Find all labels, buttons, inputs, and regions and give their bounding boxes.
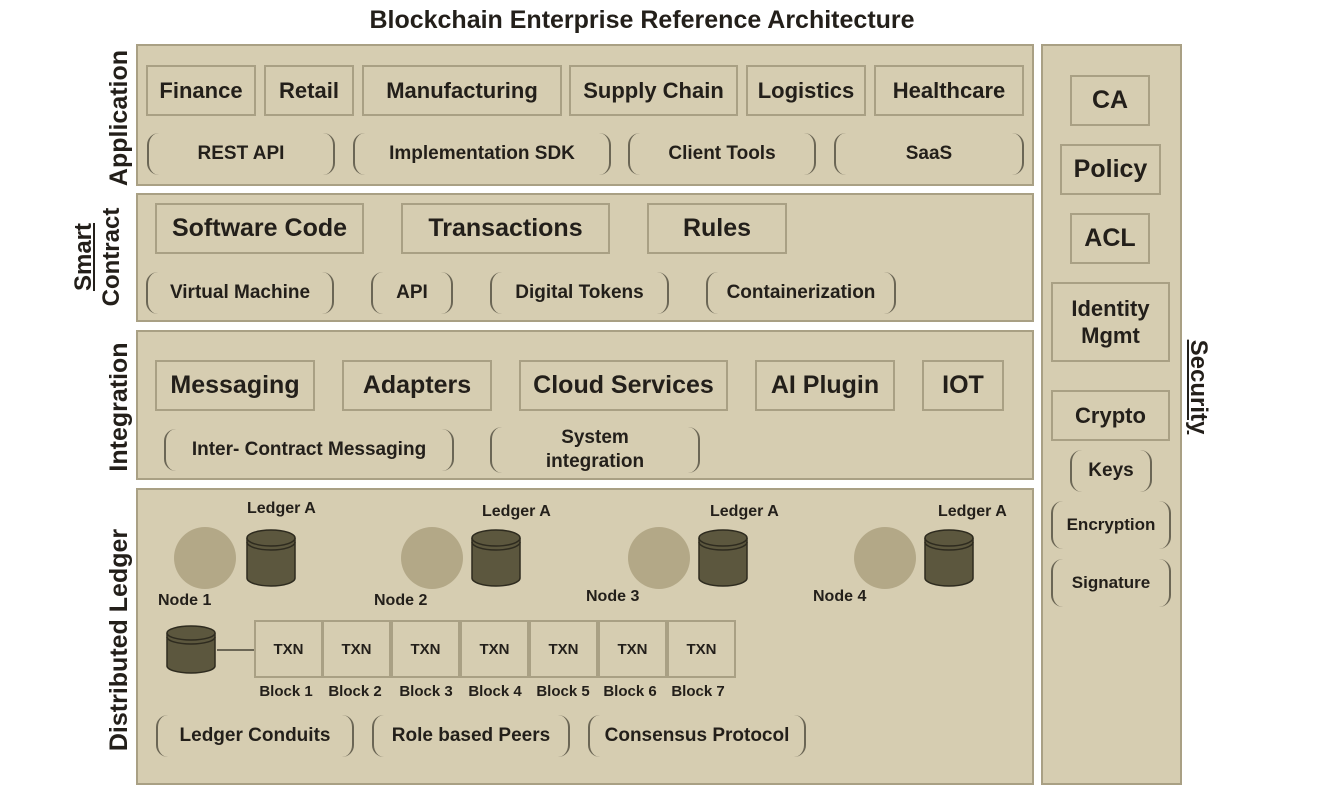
layer-label-application: Application (105, 49, 133, 187)
int-item-inter-contract-messaging: Inter- Contract Messaging (164, 429, 454, 471)
block-label-2: Block 2 (328, 683, 382, 700)
txn-block-5: TXN (529, 620, 598, 678)
security-box-acl: ACL (1070, 213, 1150, 264)
security-item-signature: Signature (1051, 559, 1171, 607)
chain-connector-line (217, 649, 255, 651)
diagram-title: Blockchain Enterprise Reference Architec… (369, 6, 915, 34)
ledger-1-database-icon (246, 529, 296, 587)
block-label-1: Block 1 (259, 683, 313, 700)
sc-box-rules: Rules (647, 203, 787, 254)
app-box-manufacturing: Manufacturing (362, 65, 562, 116)
node-1-circle (174, 527, 236, 589)
node-1-label: Node 1 (158, 592, 212, 609)
ledger-2-label: Ledger A (482, 503, 551, 520)
sc-box-software-code: Software Code (155, 203, 364, 254)
layer-label-smart: Smart (70, 222, 97, 292)
txn-block-7: TXN (667, 620, 736, 678)
node-3-circle (628, 527, 690, 589)
txn-block-1: TXN (254, 620, 323, 678)
layer-label-distributed-ledger: Distributed Ledger (105, 528, 133, 752)
node-4-circle (854, 527, 916, 589)
security-item-encryption: Encryption (1051, 501, 1171, 549)
layer-smart-contract (136, 193, 1034, 322)
block-label-5: Block 5 (536, 683, 590, 700)
app-item-saas: SaaS (834, 133, 1024, 175)
layer-label-smart-contract: Smart Contract (70, 192, 126, 322)
int-box-iot: IOT (922, 360, 1004, 411)
app-box-healthcare: Healthcare (874, 65, 1024, 116)
dl-item-consensus-protocol: Consensus Protocol (588, 715, 806, 757)
app-box-finance: Finance (146, 65, 256, 116)
ledger-4-database-icon (924, 529, 974, 587)
chain-database-icon (166, 625, 216, 674)
ledger-2-database-icon (471, 529, 521, 587)
app-box-logistics: Logistics (746, 65, 866, 116)
app-box-supply-chain: Supply Chain (569, 65, 738, 116)
int-box-ai-plugin: AI Plugin (755, 360, 895, 411)
node-4-label: Node 4 (813, 588, 867, 605)
sc-item-digital-tokens: Digital Tokens (490, 272, 669, 314)
security-box-identity-mgmt: Identity Mgmt (1051, 282, 1170, 362)
node-3-label: Node 3 (586, 588, 640, 605)
dl-item-role-based-peers: Role based Peers (372, 715, 570, 757)
sc-item-virtual-machine: Virtual Machine (146, 272, 334, 314)
txn-block-2: TXN (322, 620, 391, 678)
txn-block-6: TXN (598, 620, 667, 678)
node-2-label: Node 2 (374, 592, 428, 609)
ledger-1-label: Ledger A (247, 500, 316, 517)
node-2-circle (401, 527, 463, 589)
ledger-3-label: Ledger A (710, 503, 779, 520)
ledger-4-label: Ledger A (938, 503, 1007, 520)
block-label-6: Block 6 (603, 683, 657, 700)
app-box-retail: Retail (264, 65, 354, 116)
layer-label-integration: Integration (105, 342, 133, 472)
layer-integration (136, 330, 1034, 480)
block-label-3: Block 3 (399, 683, 453, 700)
layer-label-contract: Contract (98, 207, 125, 307)
security-box-policy: Policy (1060, 144, 1161, 195)
sc-item-api: API (371, 272, 453, 314)
sc-item-containerization: Containerization (706, 272, 896, 314)
block-label-7: Block 7 (671, 683, 725, 700)
int-box-messaging: Messaging (155, 360, 315, 411)
security-label: Security (1185, 339, 1212, 435)
app-item-client-tools: Client Tools (628, 133, 816, 175)
block-label-4: Block 4 (468, 683, 522, 700)
ledger-3-database-icon (698, 529, 748, 587)
security-box-ca: CA (1070, 75, 1150, 126)
security-box-crypto: Crypto (1051, 390, 1170, 441)
txn-block-4: TXN (460, 620, 529, 678)
security-item-keys: Keys (1070, 450, 1152, 492)
security-panel (1041, 44, 1182, 785)
app-item-implementation-sdk: Implementation SDK (353, 133, 611, 175)
txn-block-3: TXN (391, 620, 460, 678)
int-box-cloud-services: Cloud Services (519, 360, 728, 411)
int-box-adapters: Adapters (342, 360, 492, 411)
int-item-system-integration: System integration (490, 427, 700, 473)
sc-box-transactions: Transactions (401, 203, 610, 254)
app-item-rest-api: REST API (147, 133, 335, 175)
dl-item-ledger-conduits: Ledger Conduits (156, 715, 354, 757)
